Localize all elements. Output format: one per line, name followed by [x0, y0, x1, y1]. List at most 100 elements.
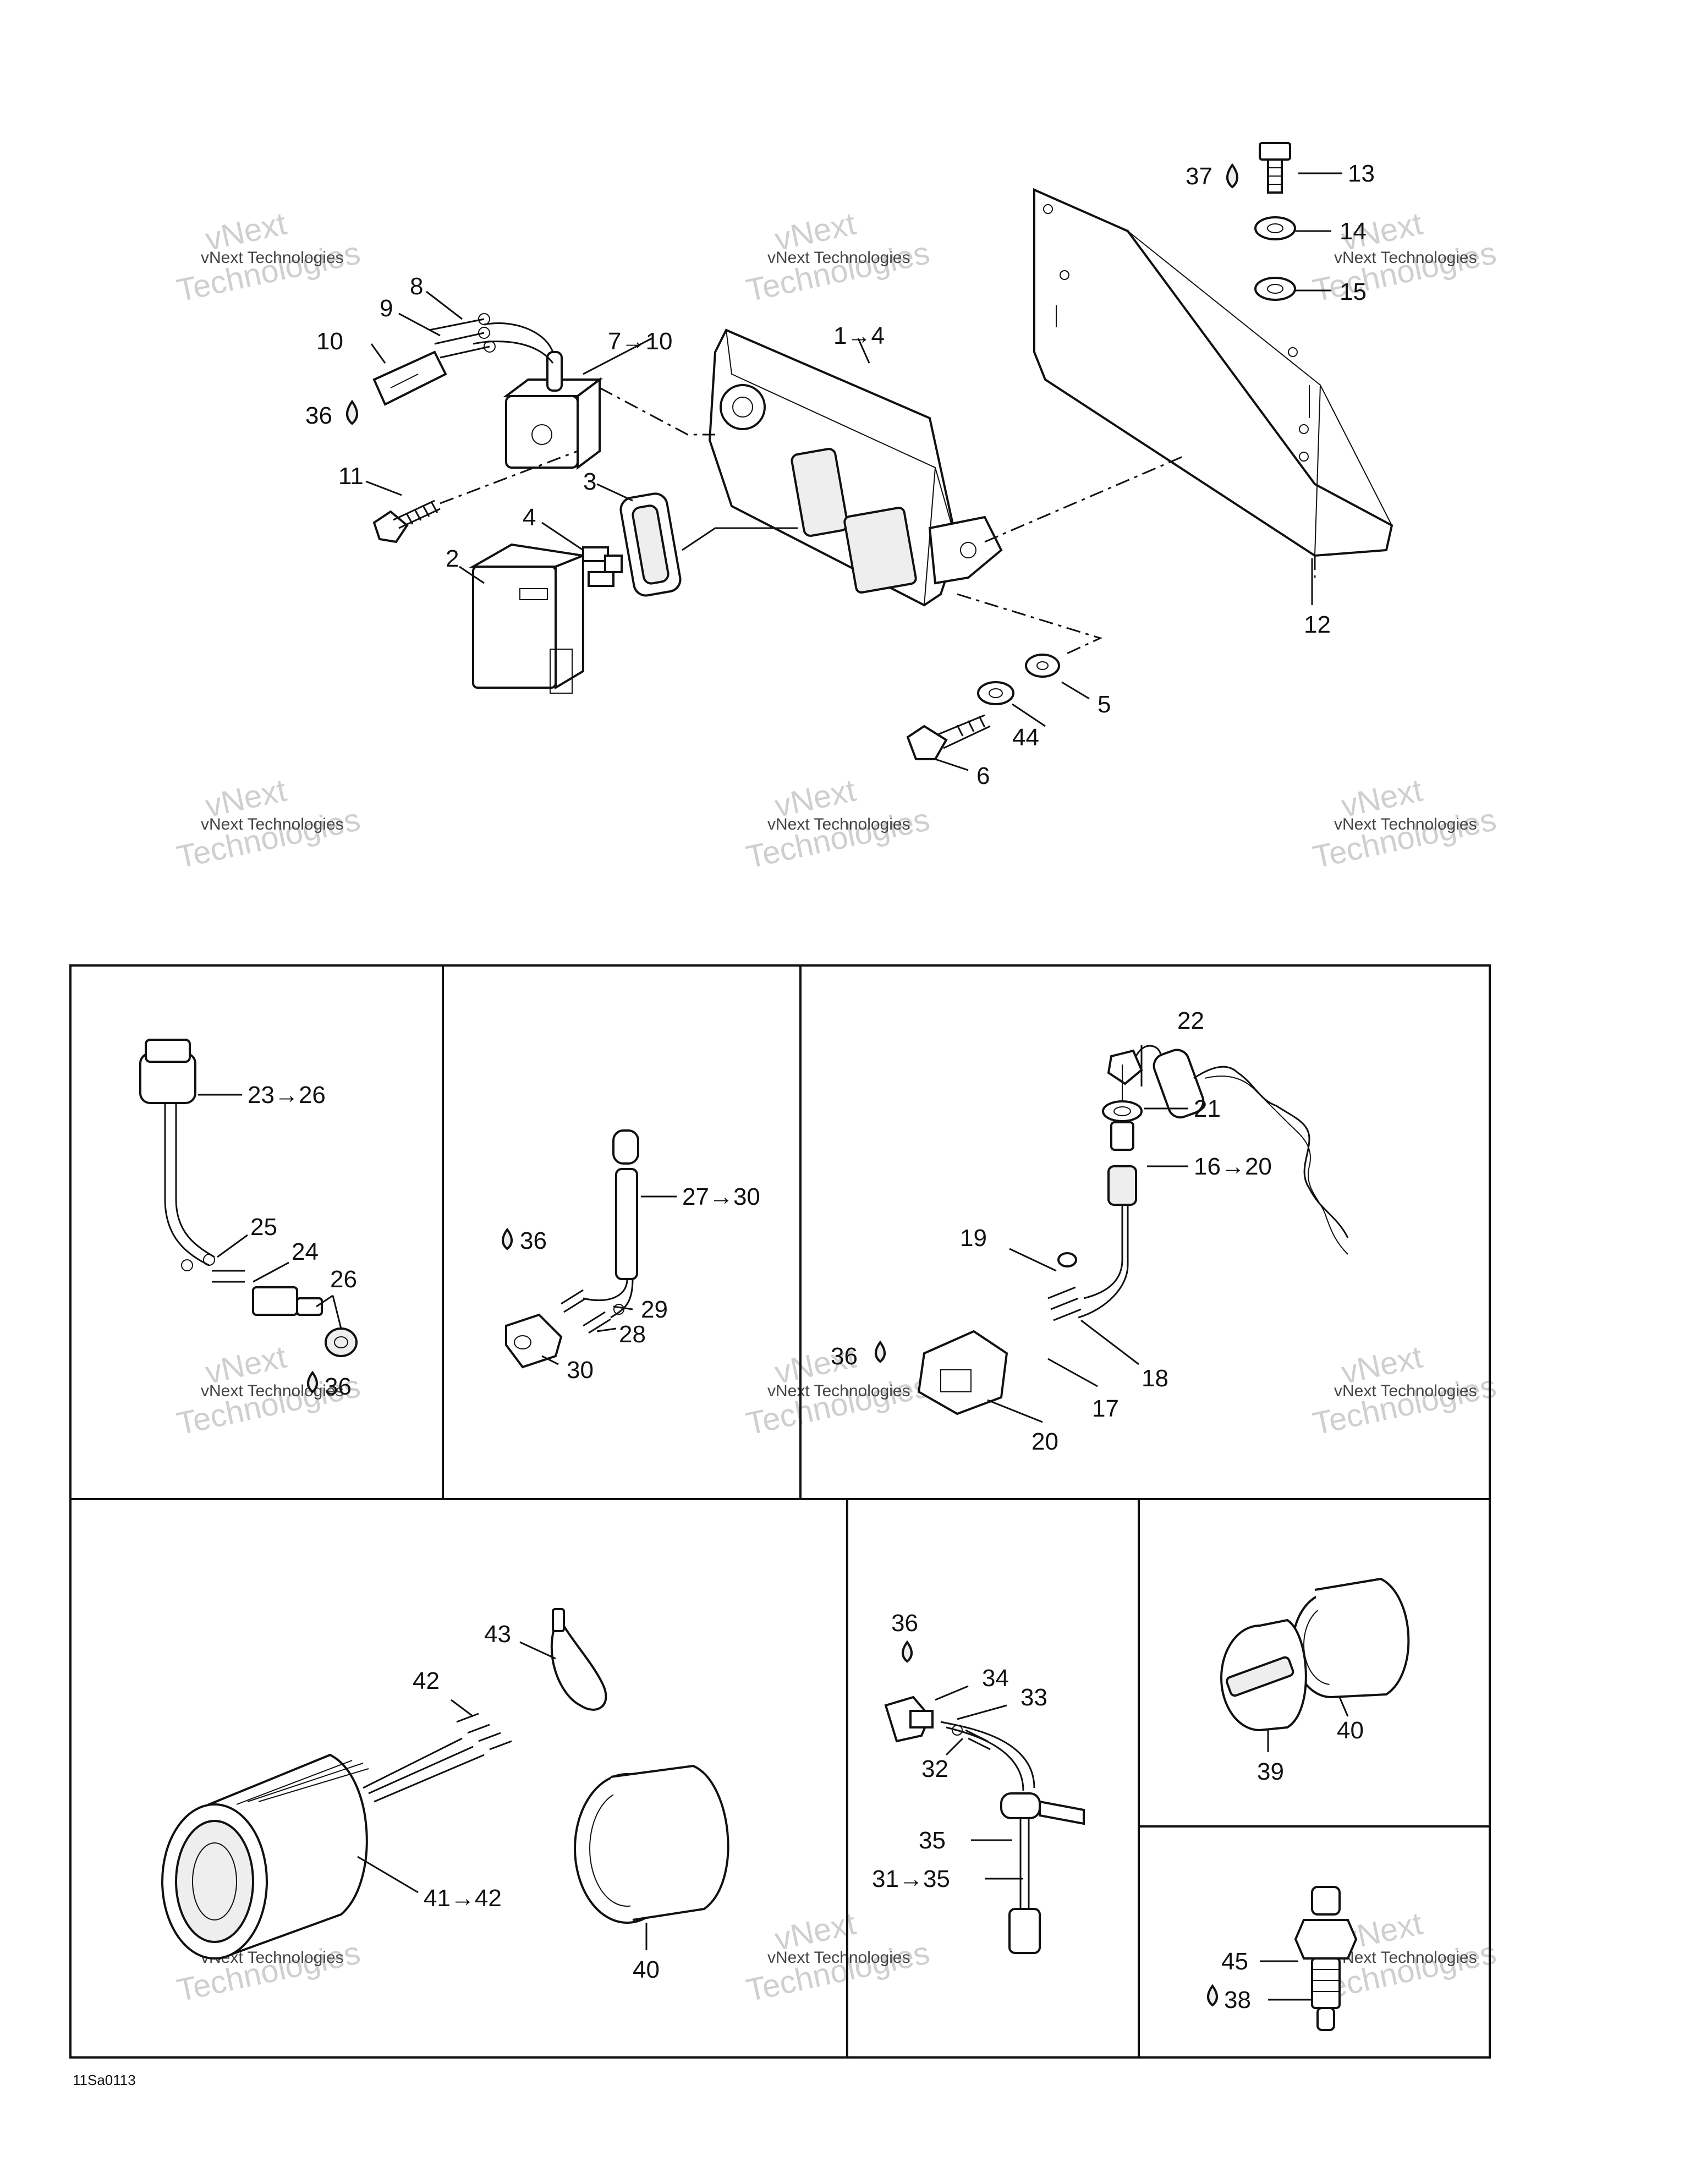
thread-locker-icon [1207, 1984, 1218, 2007]
ecm-module [708, 328, 1003, 607]
callout-4: 4 [523, 504, 536, 531]
callout-19: 19 [960, 1225, 987, 1252]
fuses-4 [582, 546, 623, 587]
callout-43: 43 [484, 1621, 511, 1648]
screw-11 [372, 500, 441, 544]
watermark-text: vNext Technologies [201, 1382, 344, 1400]
mounting-plate [1033, 188, 1393, 557]
callout-23-26: 23→26 [248, 1082, 326, 1109]
watermark-text: Technologies [1310, 1368, 1500, 1442]
gasket-3 [619, 492, 682, 597]
top-assembly: 1→4 2 3 4 5 6 7→10 8 9 10 11 12 13 14 15… [305, 142, 1393, 789]
panel-lanyard-16-22: 22 21 16→20 19 36 18 17 20 [831, 1007, 1349, 1455]
capacitor-harness [473, 322, 603, 470]
watermark-text: vNext Technologies [1334, 1949, 1477, 1967]
cap-39 [1220, 1618, 1307, 1731]
callout-39: 39 [1257, 1758, 1284, 1785]
watermark-text: Technologies [743, 1935, 933, 2009]
leader-lines [365, 172, 1342, 771]
callout-33: 33 [1020, 1684, 1047, 1711]
callout-34: 34 [982, 1665, 1009, 1692]
callout-3: 3 [583, 468, 596, 495]
watermark-text: Technologies [174, 235, 364, 309]
callout-12: 12 [1304, 611, 1331, 638]
callout-36: 36 [520, 1227, 547, 1254]
watermark-text: vNext Technologies [201, 815, 344, 833]
figure-code: 11Sa0113 [73, 2072, 136, 2088]
callout-16-20: 16→20 [1194, 1153, 1272, 1180]
thread-locker-icon [502, 1227, 513, 1250]
callout-27-30: 27→30 [682, 1183, 760, 1210]
watermark-text: vNext Technologies [201, 249, 344, 267]
watermark-text: vNext Technologies [767, 249, 910, 267]
callout-9: 9 [380, 295, 393, 322]
callout-36: 36 [325, 1373, 352, 1400]
watermark-text: vNext Technologies [767, 815, 910, 833]
callout-45: 45 [1221, 1948, 1248, 1975]
callout-40: 40 [633, 1956, 660, 1983]
hardware-5-44-6 [906, 654, 1060, 760]
callout-20: 20 [1031, 1428, 1058, 1455]
callout-22: 22 [1177, 1007, 1204, 1034]
callout-44: 44 [1012, 724, 1039, 751]
watermark-text: Technologies [743, 802, 933, 875]
watermark-text: Technologies [743, 1368, 933, 1442]
watermark-text: vNext Technologies [767, 1949, 910, 1967]
watermark-text: Technologies [1310, 802, 1500, 875]
watermark-text: vNext Technologies [767, 1382, 910, 1400]
watermark-text: vNext Technologies [1334, 1382, 1477, 1400]
callout-5: 5 [1098, 691, 1111, 718]
thread-locker-icon [346, 399, 358, 425]
watermark-text: vNext Technologies [1334, 249, 1477, 267]
callout-42: 42 [413, 1667, 440, 1694]
callout-18: 18 [1142, 1365, 1168, 1392]
callout-1-4: 1→4 [833, 322, 885, 349]
panel-gauge-40-43: 41→42 42 43 40 [161, 1608, 729, 1983]
callout-13: 13 [1348, 160, 1375, 187]
center-lines [440, 387, 1316, 656]
callout-37: 37 [1186, 163, 1212, 190]
panel-sensor-23-26: 23→26 25 24 26 36 [139, 1039, 358, 1400]
callout-7-10: 7→10 [608, 328, 672, 355]
callout-36: 36 [305, 402, 332, 429]
callout-30: 30 [567, 1357, 594, 1384]
thread-locker-icon [1226, 163, 1238, 189]
callout-36: 36 [831, 1343, 858, 1370]
callout-40: 40 [1337, 1717, 1364, 1744]
callout-10: 10 [316, 328, 343, 355]
panel-sensor-31-35: 36 34 33 32 35 31→35 [872, 1610, 1085, 1954]
callout-32: 32 [921, 1755, 948, 1782]
watermark-text: Technologies [743, 235, 933, 309]
callout-2: 2 [446, 545, 459, 572]
connector-8-9-10 [372, 313, 496, 406]
panel-grid [69, 964, 1491, 2059]
callout-41-42: 41→42 [424, 1885, 502, 1912]
watermark-text: Technologies [174, 802, 364, 875]
watermark-text: vNext Technologies [1334, 815, 1477, 833]
bezel-ring-40 [1292, 1577, 1410, 1698]
panel-harness-27-30: 36 27→30 29 28 30 [502, 1129, 760, 1384]
panel-sensor-45-38: 45 38 [1207, 1886, 1358, 2031]
panel-cap-39-40: 39 40 [1220, 1577, 1410, 1785]
watermark-text: Technologies [1310, 235, 1500, 309]
callout-31-35: 31→35 [872, 1865, 950, 1892]
callout-11: 11 [338, 463, 364, 490]
callout-17: 17 [1092, 1395, 1119, 1422]
callout-14: 14 [1340, 218, 1367, 245]
thread-locker-icon [875, 1340, 886, 1363]
callout-25: 25 [250, 1214, 277, 1241]
thread-locker-icon [902, 1640, 913, 1663]
callout-21: 21 [1194, 1095, 1221, 1122]
callout-29: 29 [641, 1296, 668, 1323]
hardware-13-14-15 [1254, 142, 1296, 301]
callout-35: 35 [919, 1827, 946, 1854]
callout-24: 24 [292, 1238, 319, 1265]
callout-15: 15 [1340, 278, 1367, 305]
callout-6: 6 [976, 762, 990, 789]
callout-36: 36 [891, 1610, 918, 1637]
bezel-ring-40 [574, 1764, 729, 1924]
thread-locker-icon [307, 1370, 318, 1393]
callout-8: 8 [410, 273, 423, 300]
callout-28: 28 [619, 1321, 646, 1348]
